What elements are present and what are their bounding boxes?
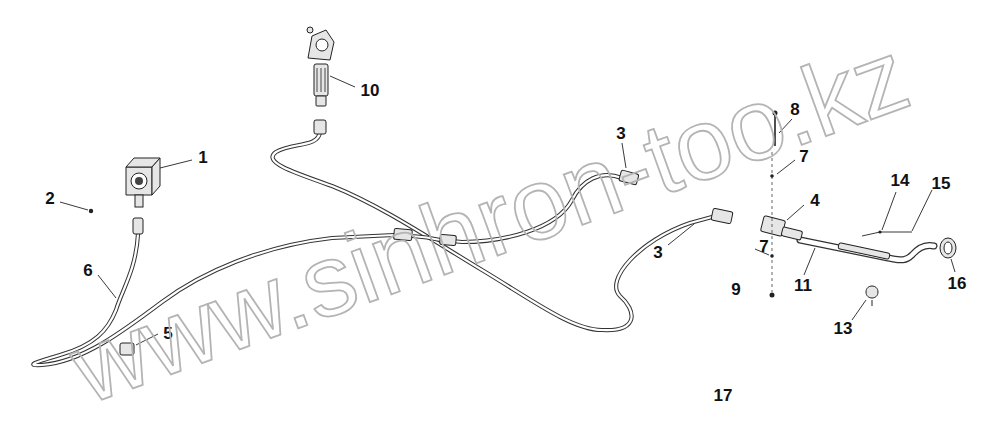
callout-number: 2 [45,190,54,207]
callout-number: 6 [83,262,92,279]
callout-number: 15 [932,175,951,192]
callout-number: 13 [834,320,853,337]
callout-number: 14 [891,172,910,189]
callout-number: 16 [948,275,967,292]
callout-number: 17 [714,387,733,404]
watermark: www.sinhron-too.kz [59,24,921,420]
callout-number: 7 [759,238,768,255]
hose-end [838,230,956,306]
callout-number: 3 [653,244,662,261]
switch-part [307,27,334,106]
callout-number: 11 [794,277,812,294]
callout-number: 9 [731,281,740,298]
callout-number: 4 [810,192,819,209]
sensor-cube [126,158,160,207]
callout-number: 10 [361,82,380,99]
callout-number: 1 [198,149,207,166]
